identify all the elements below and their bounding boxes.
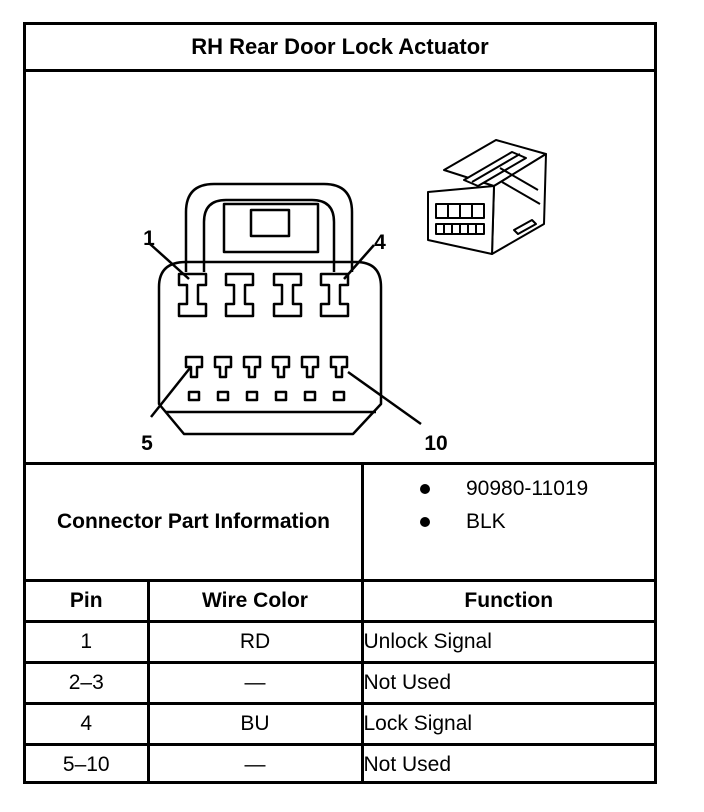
terminal-4 [319,272,350,318]
leader-pin-10 [347,370,422,426]
terminal-5 [184,355,204,379]
header-pin: Pin [26,582,150,622]
pin-label-5: 5 [141,432,153,455]
pin-table-header: Pin Wire Color Function [26,582,654,622]
connector-latch-tab [249,208,291,238]
table-row: 1 RD Unlock Signal [26,620,654,663]
connector-info-item: 90980-11019 [420,477,588,501]
cell-wire-color: — [148,661,364,704]
cell-function: Not Used [362,743,654,784]
slot-8 [274,390,288,402]
cell-function: Unlock Signal [362,620,654,663]
connector-diagram: 1 4 5 10 [26,72,654,465]
connector-color: BLK [466,510,506,533]
table-row: 5–10 — Not Used [26,743,654,784]
connector-isometric-illustration [427,139,547,255]
table-row: 2–3 — Not Used [26,661,654,704]
slot-7 [245,390,259,402]
cell-pin: 4 [26,702,150,745]
terminal-9 [300,355,320,379]
connector-latch-window [222,202,320,254]
slot-9 [303,390,317,402]
connector-info-list: 90980-11019 BLK [364,465,654,579]
cell-pin: 1 [26,620,150,663]
header-wire-color: Wire Color [148,582,364,622]
connector-sheet: RH Rear Door Lock Actuator [23,22,657,784]
terminal-1 [177,272,208,318]
slot-5 [187,390,201,402]
cell-wire-color: BU [148,702,364,745]
connector-info-label: Connector Part Information [26,465,364,579]
bullet-icon [420,484,430,494]
connector-latch [184,182,354,272]
pin-label-4: 4 [374,231,386,254]
terminal-7 [242,355,262,379]
terminal-8 [271,355,291,379]
header-function: Function [464,589,554,612]
slot-6 [216,390,230,402]
cell-wire-color: RD [148,620,364,663]
cell-function: Not Used [362,661,654,704]
cell-function: Lock Signal [362,702,654,745]
table-row: 4 BU Lock Signal [26,702,654,745]
connector-face-svg: 1 4 5 10 [141,139,547,455]
cell-pin: 5–10 [26,743,150,784]
cell-wire-color: — [148,743,364,784]
terminal-3 [272,272,303,318]
terminal-10 [329,355,349,379]
pin-label-10: 10 [424,432,447,455]
terminal-2 [224,272,255,318]
slot-10 [332,390,346,402]
connector-info-row: Connector Part Information 90980-11019 B… [26,465,654,582]
terminal-6 [213,355,233,379]
bullet-icon [420,517,430,527]
pin-label-1: 1 [143,227,155,250]
connector-info-item: BLK [420,510,506,534]
connector-iso-front [427,185,495,255]
page-title: RH Rear Door Lock Actuator [26,25,654,72]
connector-part-number: 90980-11019 [466,477,589,500]
leader-pin-1 [149,243,190,280]
leader-pin-5 [150,367,191,418]
pin-table: Pin Wire Color Function 1 RD Unlock Sign… [26,582,654,784]
cell-pin: 2–3 [26,661,150,704]
connector-body [157,260,383,436]
connector-latch-inner [202,198,336,272]
leader-pin-4 [343,244,375,280]
